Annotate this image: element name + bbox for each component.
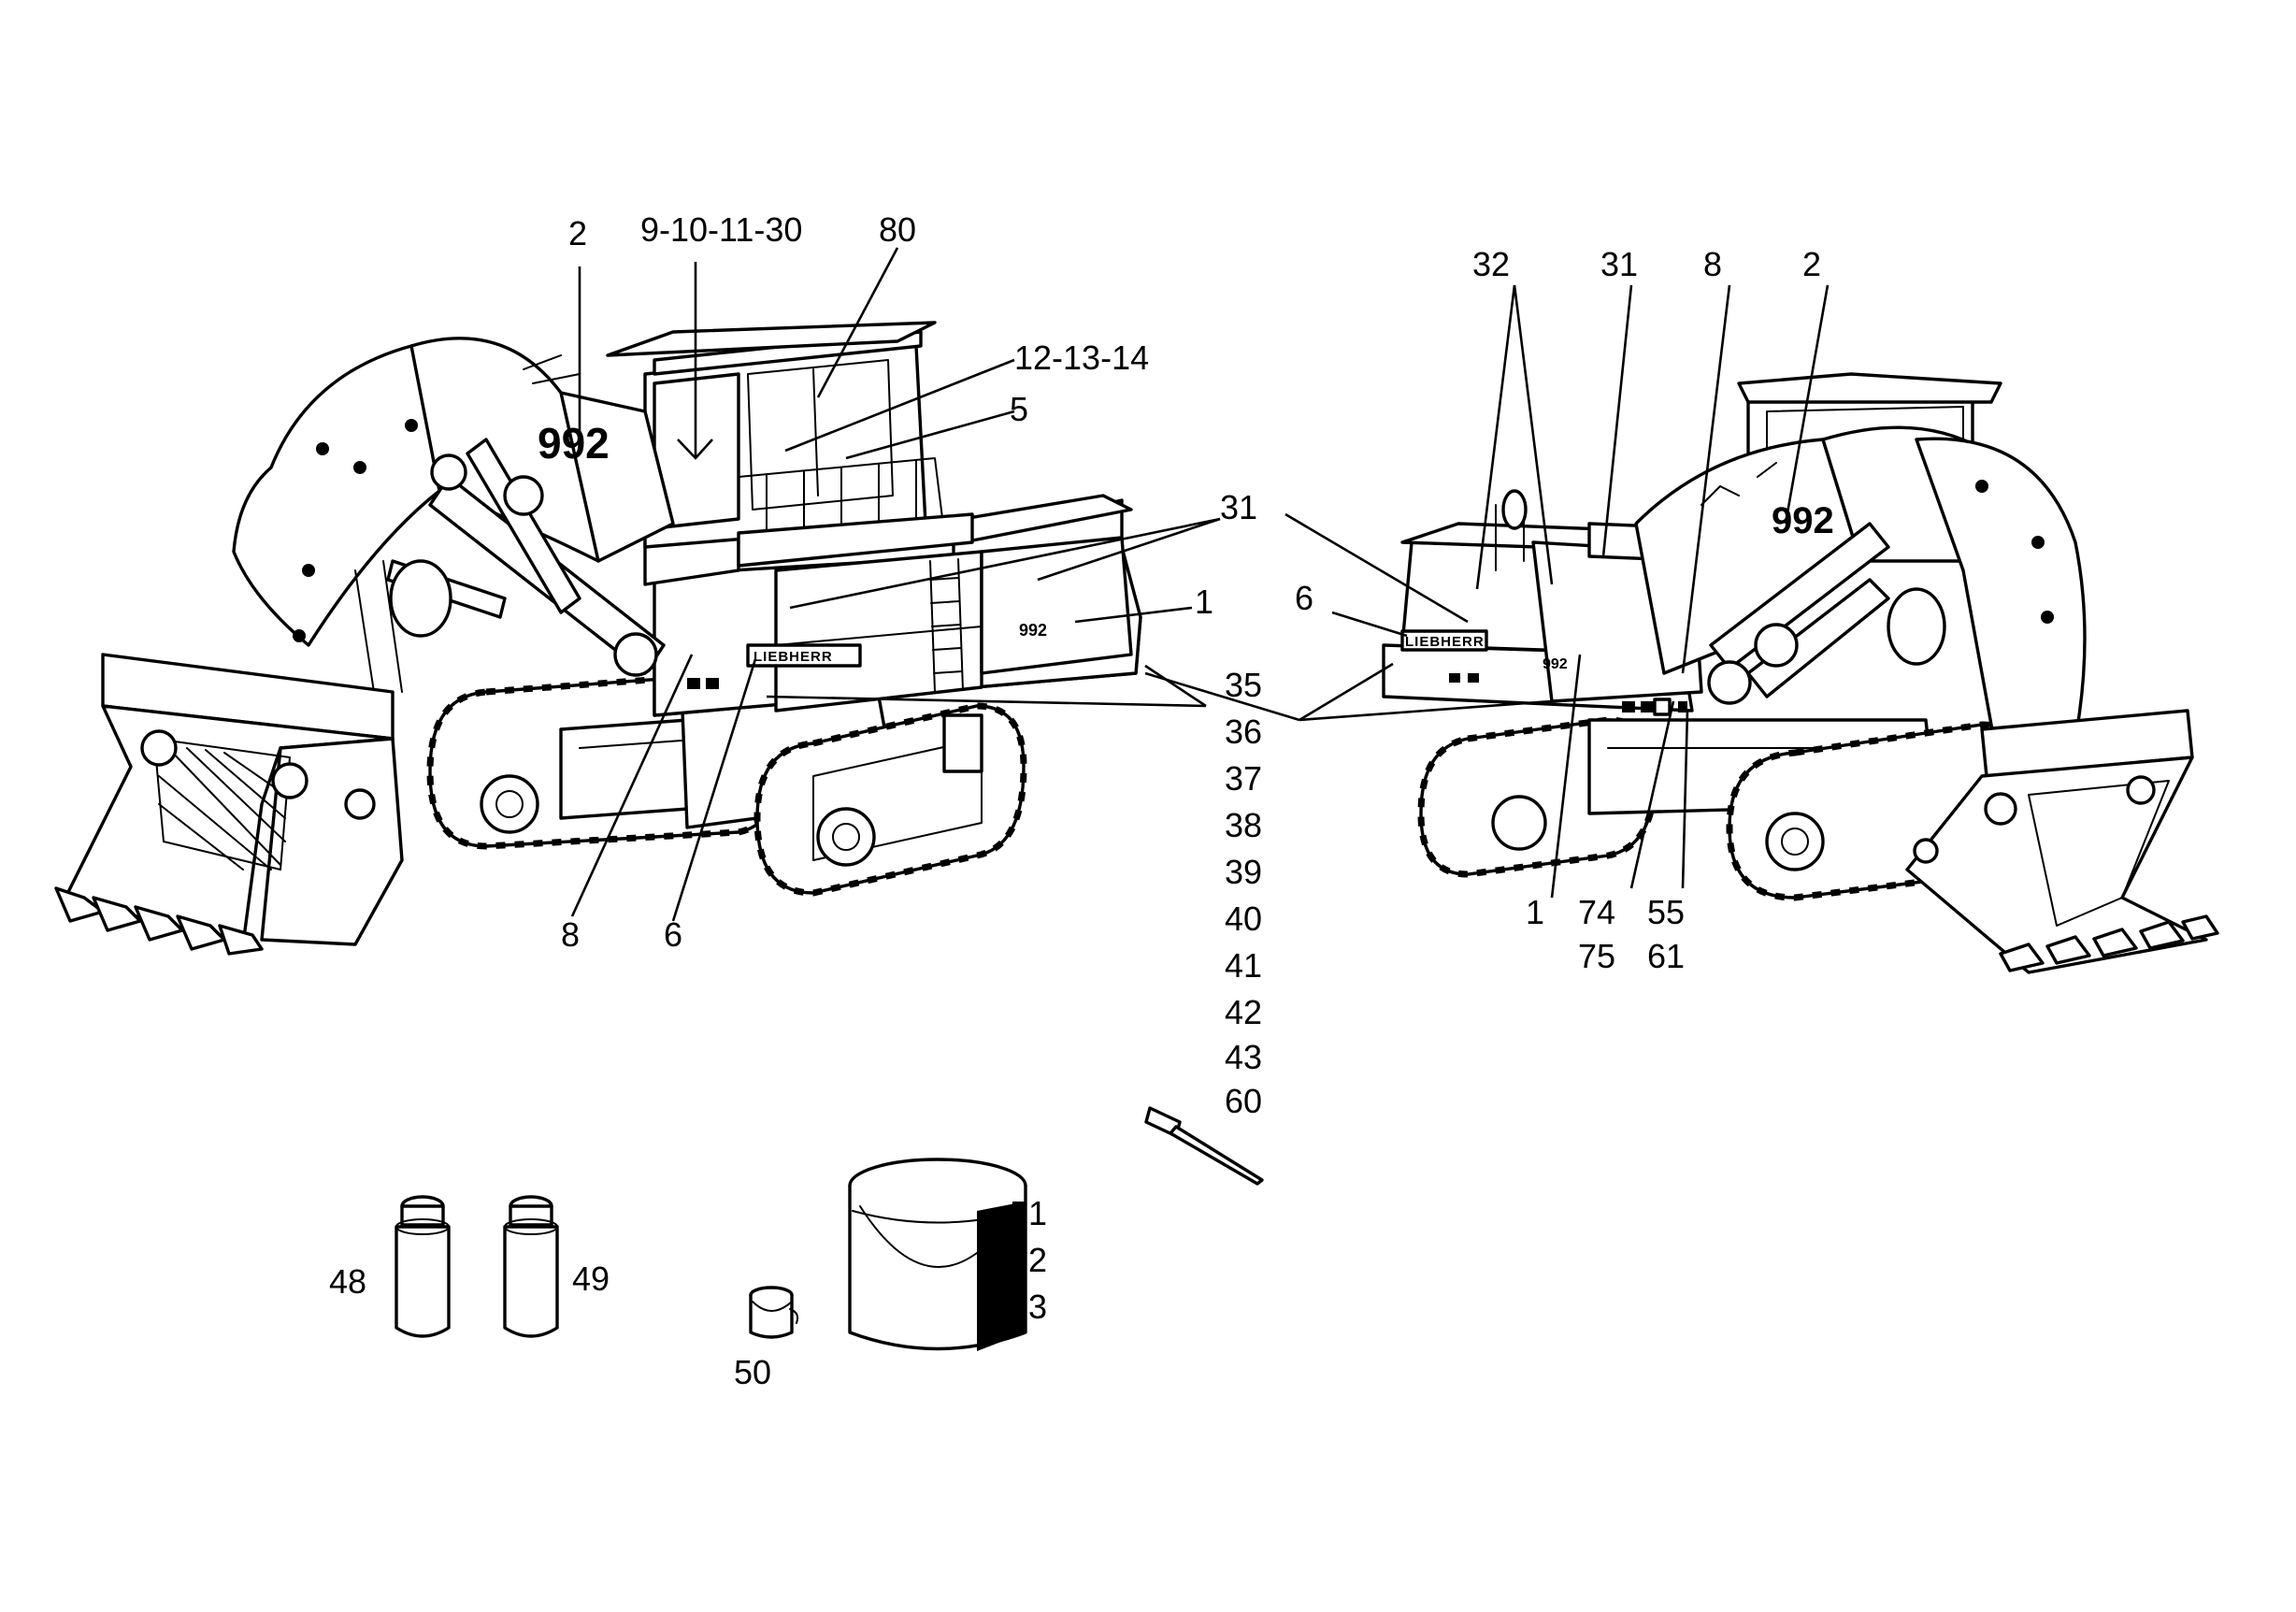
callout-40: 40 xyxy=(1225,900,1262,938)
callout-37: 37 xyxy=(1225,759,1262,798)
right-body-logo: LIEBHERR xyxy=(1405,634,1485,650)
callout-35: 35 xyxy=(1225,666,1262,704)
left-callouts: 2 9-10-11-30 80 12-13-14 5 31 1 8 6 xyxy=(561,210,1257,954)
callout-42: 42 xyxy=(1225,993,1262,1031)
rivet-pin xyxy=(1144,1106,1264,1186)
left-boom: 992 xyxy=(232,337,675,777)
right-model-badge: 992 xyxy=(1543,656,1568,672)
callout-41: 41 xyxy=(1225,946,1262,985)
callout-43: 43 xyxy=(1225,1038,1262,1076)
left-upperstructure: LIEBHERR 992 xyxy=(653,494,1142,717)
callout-53: 53 xyxy=(1010,1288,1047,1326)
callout-left-12-13-14: 12-13-14 xyxy=(1014,338,1149,377)
callout-right-61: 61 xyxy=(1647,937,1685,975)
callout-51: 51 xyxy=(1010,1194,1047,1232)
callout-right-74: 74 xyxy=(1578,893,1615,931)
left-body-logo: LIEBHERR xyxy=(753,649,833,665)
callout-left-1: 1 xyxy=(1195,583,1213,621)
callout-38: 38 xyxy=(1225,806,1262,844)
callout-left-8: 8 xyxy=(561,915,580,954)
callout-right-6: 6 xyxy=(1295,579,1313,617)
callout-36: 36 xyxy=(1225,712,1262,751)
left-boom-badge: 992 xyxy=(538,419,610,468)
callout-right-8: 8 xyxy=(1703,245,1722,283)
right-bucket xyxy=(1905,709,2219,974)
callout-left-5: 5 xyxy=(1010,390,1028,428)
callout-left-80: 80 xyxy=(879,210,916,249)
callout-left-2: 2 xyxy=(568,214,587,252)
callout-60: 60 xyxy=(1225,1082,1262,1120)
callout-right-2: 2 xyxy=(1802,245,1821,283)
callout-left-6: 6 xyxy=(664,915,682,954)
small-paint-tin xyxy=(749,1286,799,1339)
center-callout-list: 35 36 37 38 39 40 41 42 43 60 xyxy=(1225,666,1262,1120)
left-cab xyxy=(606,321,974,586)
right-excavator: LIEBHERR 992 xyxy=(1382,372,2219,974)
callout-left-9-10-11-30: 9-10-11-30 xyxy=(640,210,802,249)
callout-49: 49 xyxy=(572,1259,610,1298)
right-callouts: 32 31 8 2 6 1 74 75 55 61 xyxy=(1295,245,1821,975)
left-excavator: LIEBHERR 992 xyxy=(54,321,1142,956)
right-upperstructure: LIEBHERR 992 xyxy=(1382,489,1703,716)
callout-52: 52 xyxy=(1010,1241,1047,1279)
callout-right-55: 55 xyxy=(1647,893,1685,931)
callout-right-32: 32 xyxy=(1472,245,1510,283)
right-boom-badge: 992 xyxy=(1772,500,1834,541)
callout-right-1: 1 xyxy=(1526,893,1544,931)
parts-callouts: 48 49 50 51 52 53 xyxy=(329,1194,1047,1391)
callout-48: 48 xyxy=(329,1262,366,1301)
callout-left-31: 31 xyxy=(1220,488,1257,526)
leader-lines xyxy=(570,247,1830,922)
spray-can-48 xyxy=(395,1195,451,1338)
callout-right-31: 31 xyxy=(1600,245,1638,283)
spray-can-49 xyxy=(503,1195,559,1338)
callout-50: 50 xyxy=(734,1353,771,1391)
left-bucket xyxy=(54,653,404,956)
right-boom: 992 xyxy=(1634,425,2087,778)
left-front-track xyxy=(753,702,1027,897)
callout-right-75: 75 xyxy=(1578,937,1615,975)
callout-39: 39 xyxy=(1225,853,1262,891)
paint-bucket xyxy=(848,1158,1027,1351)
left-model-badge: 992 xyxy=(1019,621,1047,640)
